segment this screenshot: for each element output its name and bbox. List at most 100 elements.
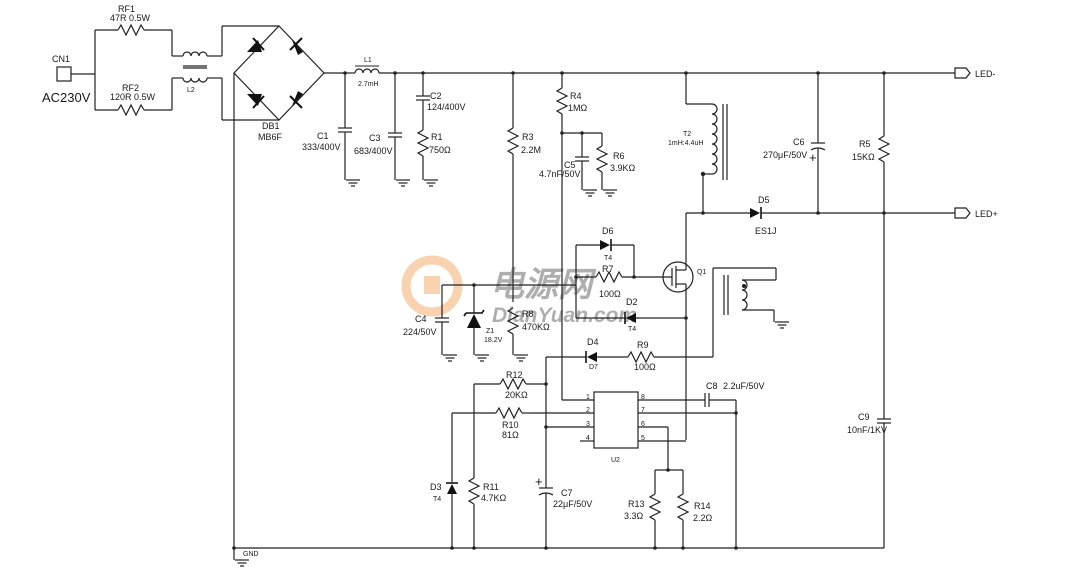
c1-value: 333/400V — [302, 142, 341, 152]
d5-ref: D5 — [758, 195, 770, 205]
r8-ref: R8 — [522, 309, 534, 319]
diode-d4: D4 D7 — [546, 337, 628, 371]
r14-ref: R14 — [694, 501, 711, 511]
resistor-r8: R8 470KΩ — [506, 307, 550, 362]
t2-ref: T2 — [683, 131, 691, 138]
r14-value: 2.2Ω — [693, 513, 713, 523]
d4-ref: D4 — [587, 337, 599, 347]
r5-value: 15KΩ — [852, 152, 875, 162]
l1-value: 2.7mH — [358, 81, 379, 88]
resistor-r5: R5 15KΩ — [852, 71, 891, 213]
c4-ref: C4 — [415, 314, 427, 324]
d3-ref: D3 — [430, 482, 442, 492]
transformer-t2: T2 1mH:4.4uH — [668, 71, 728, 213]
d6-ref: D6 — [602, 226, 614, 236]
resistor-r7: R7 100Ω — [576, 264, 645, 299]
r1-value: 750Ω — [429, 145, 451, 155]
rf1-ref: RF1 — [118, 4, 135, 14]
c8-ref: C8 — [706, 381, 718, 391]
c7-value: 22μF/50V — [553, 499, 592, 509]
u2-pin2: 2 — [586, 407, 590, 414]
rf1-value: 47R 0.5W — [110, 13, 151, 23]
ground-label: GND — [243, 551, 259, 558]
d5-value: ES1J — [755, 226, 777, 236]
resistor-r9: R9 100Ω — [627, 340, 713, 372]
r9-ref: R9 — [637, 340, 649, 350]
r5-ref: R5 — [859, 139, 871, 149]
r6-ref: R6 — [613, 151, 625, 161]
r11-value: 4.7KΩ — [481, 493, 507, 503]
r10-ref: R10 — [502, 420, 519, 430]
resistor-r1: R1 750Ω — [416, 129, 451, 187]
c6-polarity: + — [809, 150, 817, 165]
r6-value: 3.9KΩ — [610, 163, 636, 173]
u2-ref: U2 — [611, 457, 620, 464]
diode-d3: D3 T4 — [430, 413, 458, 548]
c4-value: 224/50V — [403, 327, 437, 337]
c7-ref: C7 — [561, 488, 573, 498]
r4-ref: R4 — [570, 91, 582, 101]
db1-value: MB6F — [258, 132, 283, 142]
d2-value: T4 — [628, 326, 636, 333]
resistor-r11: R11 4.7KΩ — [467, 384, 507, 548]
c6-ref: C6 — [793, 137, 805, 147]
resistor-rf1: RF1 47R 0.5W — [95, 4, 173, 56]
r3-ref: R3 — [522, 132, 534, 142]
capacitor-c2: C2 124/400V — [416, 71, 466, 130]
capacitor-c5: C5 4.7nF/50V — [539, 131, 598, 197]
resistor-r12: R12 20KΩ — [474, 370, 548, 400]
c9-ref: C9 — [858, 412, 870, 422]
z1-ref: Z1 — [486, 328, 494, 335]
capacitor-c3: C3 683/400V — [354, 71, 411, 187]
capacitor-c9: C9 10nF/1KV — [847, 213, 891, 548]
u2-pin4: 4 — [586, 435, 590, 442]
resistor-rf2: RF2 120R 0.5W — [95, 78, 173, 117]
db1-ref: DB1 — [262, 121, 280, 131]
r9-value: 100Ω — [634, 362, 656, 372]
capacitor-c7: + C7 22μF/50V — [535, 474, 592, 548]
r4-value: 1MΩ — [568, 103, 588, 113]
ground-symbol — [234, 559, 250, 567]
watermark-plug-icon — [401, 255, 463, 317]
diode-d2: D2 T4 — [575, 285, 688, 333]
resistor-r6: R6 3.9KΩ — [595, 133, 636, 197]
transformer-aux-winding — [712, 267, 790, 357]
rf2-value: 120R 0.5W — [110, 92, 156, 102]
r12-value: 20KΩ — [505, 390, 528, 400]
r11-ref: R11 — [483, 482, 499, 492]
c2-ref: C2 — [430, 91, 442, 101]
inductor-l1: L1 2.7mH — [354, 57, 380, 88]
r7-ref: R7 — [602, 264, 614, 274]
capacitor-c1: C1 333/400V — [302, 71, 361, 187]
r10-value: 81Ω — [502, 430, 519, 440]
output-led-neg: LED- — [975, 69, 996, 79]
connector-cn1: CN1 AC230V — [42, 30, 96, 110]
resistor-r10: R10 81Ω — [452, 406, 530, 440]
resistor-r4: R4 1MΩ — [555, 71, 588, 400]
u2-pin6: 6 — [641, 421, 645, 428]
u2-pin1: 1 — [586, 394, 590, 401]
t2-value: 1mH:4.4uH — [668, 140, 703, 147]
resistor-r14: R14 2.2Ω — [676, 470, 713, 548]
r1-ref: R1 — [431, 132, 443, 142]
z1-value: 18.2V — [484, 337, 503, 344]
d3-value: T4 — [433, 496, 441, 503]
cn1-ref: CN1 — [52, 54, 70, 64]
d6-value: T4 — [604, 255, 612, 262]
u2-pin3: 3 — [586, 421, 590, 428]
u2-pin8: 8 — [641, 394, 645, 401]
d4-value: D7 — [589, 364, 598, 371]
r13-ref: R13 — [628, 499, 645, 509]
c2-value: 124/400V — [427, 102, 466, 112]
l2-ref: L2 — [187, 87, 195, 94]
c8-value: 2.2uF/50V — [723, 381, 765, 391]
cn1-voltage: AC230V — [42, 90, 91, 105]
ic-u2: U2 1 2 3 4 8 7 6 5 — [586, 391, 645, 464]
watermark-en-text: DianYuan.com — [492, 304, 637, 327]
diode-d6: D6 T4 — [600, 226, 614, 262]
r3-value: 2.2M — [521, 145, 541, 155]
r7-value: 100Ω — [599, 289, 621, 299]
capacitor-c6: + C6 270μF/50V — [763, 71, 826, 213]
inductor-l2: L2 — [172, 51, 222, 94]
capacitor-c4: C4 224/50V — [403, 285, 458, 362]
